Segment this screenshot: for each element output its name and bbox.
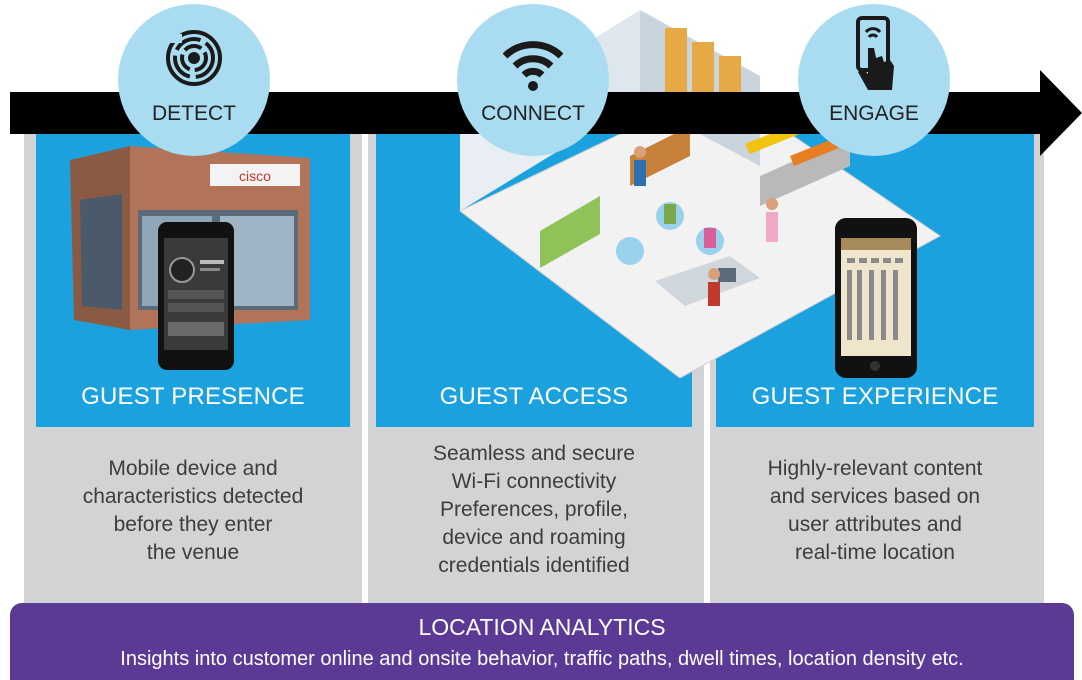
detect-circle: DETECT [118, 4, 270, 156]
guest-access-description: Seamless and secure Wi-Fi connectivity P… [376, 440, 692, 580]
connect-label: CONNECT [481, 102, 585, 125]
description-line: credentials identified [438, 554, 630, 577]
location-analytics-title: LOCATION ANALYTICS [418, 614, 666, 640]
phone-map-illustration [835, 218, 917, 378]
description-line: Wi-Fi connectivity [451, 470, 617, 493]
description-line: characteristics detected [82, 485, 304, 508]
guest-presence-title: GUEST PRESENCE [81, 383, 305, 410]
engage-circle: ENGAGE [798, 4, 950, 156]
guest-experience-title: GUEST EXPERIENCE [751, 383, 999, 410]
guest-access-title: GUEST ACCESS [439, 383, 629, 410]
description-line: Mobile device and [108, 457, 278, 480]
description-line: and services based on [769, 485, 981, 508]
hand-touch-phone-icon [856, 16, 894, 90]
description-line: Highly-relevant content [767, 457, 983, 480]
description-line: the venue [146, 541, 240, 564]
location-analytics-description: Insights into customer online and onsite… [120, 648, 964, 670]
description-line: Preferences, profile, [440, 498, 628, 521]
radar-signal-icon [166, 30, 222, 86]
description-line: device and roaming [442, 526, 626, 549]
description-line: user attributes and [788, 513, 962, 536]
guest-presence-description: Mobile device and characteristics detect… [36, 455, 350, 567]
storefront-illustration: cisco [70, 146, 310, 370]
engage-label: ENGAGE [829, 102, 919, 125]
location-analytics-bar: LOCATION ANALYTICS Insights into custome… [10, 603, 1074, 680]
description-line: Seamless and secure [433, 442, 635, 465]
connect-circle: CONNECT [457, 4, 609, 156]
description-line: before they enter [113, 513, 273, 536]
wifi-icon [503, 41, 563, 91]
detect-label: DETECT [152, 102, 236, 125]
guest-experience-description: Highly-relevant content and services bas… [716, 455, 1034, 567]
description-line: real-time location [795, 541, 955, 564]
storefront-sign: cisco [239, 168, 271, 184]
